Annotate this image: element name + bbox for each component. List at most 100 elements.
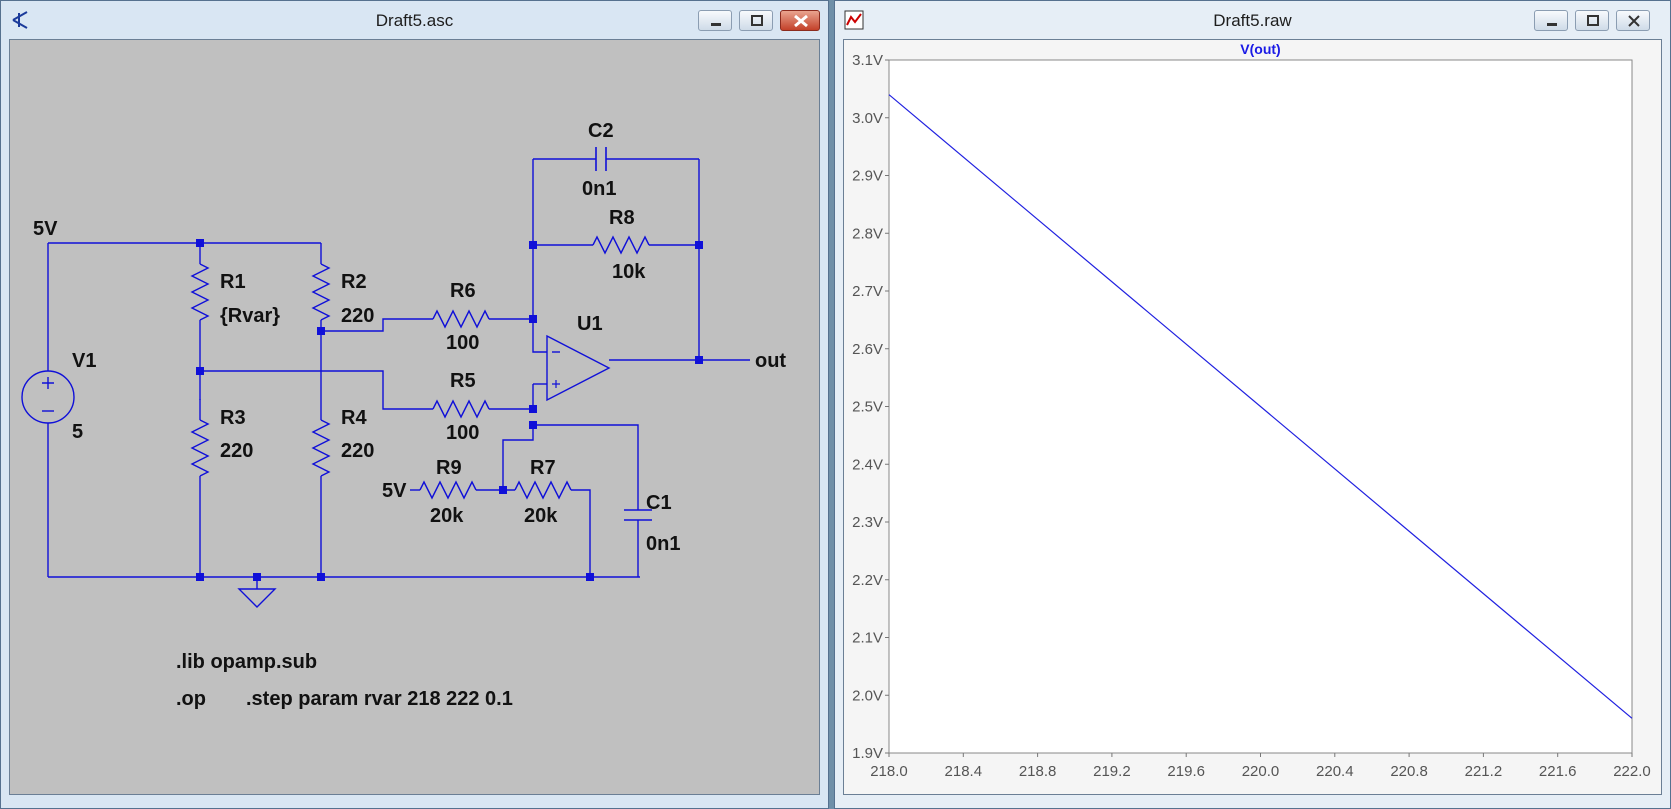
resistor-symbols xyxy=(190,235,650,500)
x-tick-label: 218.8 xyxy=(1019,763,1057,780)
waveform-plot-area[interactable]: V(out) 1.9V 2.0V 2.1V 2.2V 2.3V 2.4V 2.5V 2.6V 2… xyxy=(843,39,1662,795)
r9-symbol xyxy=(419,480,477,500)
r5-value: 100 xyxy=(446,422,479,444)
x-tick-label: 219.6 xyxy=(1167,763,1205,780)
y-tick-label: 2.6V xyxy=(852,341,883,358)
r3-value: 220 xyxy=(220,440,253,462)
y-tick-label: 2.4V xyxy=(852,456,883,473)
maximize-icon xyxy=(1587,15,1599,26)
waveform-window[interactable]: Draft5.raw V(out) 1.9V 2.0V 2.1V 2.2V 2.3V 2.… xyxy=(834,0,1671,809)
wave-close-button[interactable] xyxy=(1616,10,1650,31)
r4-value: 220 xyxy=(341,440,374,462)
op-directive[interactable]: .op xyxy=(176,688,206,710)
y-tick-label: 2.3V xyxy=(852,514,883,531)
r3-symbol xyxy=(190,419,210,477)
schematic-titlebar[interactable]: Draft5.asc xyxy=(1,1,828,37)
net-label-5v-r9: 5V xyxy=(382,480,407,502)
waveform-app-icon xyxy=(843,9,865,31)
r3-name: R3 xyxy=(220,407,246,429)
schematic-drawing: 5V 5V out V1 5 R1 {Rvar} R2 220 R3 220 R… xyxy=(21,120,786,710)
r7-name: R7 xyxy=(530,457,556,479)
close-icon xyxy=(1628,15,1640,27)
r2-name: R2 xyxy=(341,271,367,293)
r7-value: 20k xyxy=(524,505,558,527)
close-button[interactable] xyxy=(780,10,820,31)
y-tick-label: 1.9V xyxy=(852,745,883,762)
wave-maximize-button[interactable] xyxy=(1575,10,1609,31)
y-tick-label: 2.0V xyxy=(852,687,883,704)
r6-value: 100 xyxy=(446,332,479,354)
x-tick-label: 220.4 xyxy=(1316,763,1354,780)
r4-symbol xyxy=(311,419,331,477)
maximize-button[interactable] xyxy=(739,10,773,31)
x-tick-label: 221.2 xyxy=(1465,763,1503,780)
close-icon xyxy=(794,14,808,28)
capacitor-symbols xyxy=(595,147,652,521)
schematic-app-icon xyxy=(9,9,31,31)
c1-value: 0n1 xyxy=(646,533,680,555)
r9-name: R9 xyxy=(436,457,462,479)
x-tick-label: 221.6 xyxy=(1539,763,1577,780)
c2-name: C2 xyxy=(588,120,614,142)
x-tick-label: 220.0 xyxy=(1242,763,1280,780)
net-label-5v-top: 5V xyxy=(33,218,58,240)
r2-value: 220 xyxy=(341,305,374,327)
step-directive[interactable]: .step param rvar 218 222 0.1 xyxy=(246,688,513,710)
c2-symbol xyxy=(595,147,607,171)
minimize-icon xyxy=(1547,23,1557,26)
c2-value: 0n1 xyxy=(582,178,616,200)
net-label-out: out xyxy=(755,350,786,372)
c1-symbol xyxy=(624,509,652,521)
r8-value: 10k xyxy=(612,261,646,283)
v1-symbol xyxy=(21,370,75,424)
minimize-icon xyxy=(711,23,721,26)
u1-name: U1 xyxy=(577,313,603,335)
y-tick-label: 2.9V xyxy=(852,168,883,185)
y-tick-label: 2.8V xyxy=(852,225,883,242)
x-tick-label: 218.4 xyxy=(945,763,983,780)
schematic-window-title: Draft5.asc xyxy=(375,11,454,30)
r6-symbol xyxy=(432,309,490,329)
waveform-window-title: Draft5.raw xyxy=(1213,11,1292,30)
waveform-titlebar[interactable]: Draft5.raw xyxy=(835,1,1670,37)
x-tick-label: 218.0 xyxy=(870,763,908,780)
r5-symbol xyxy=(432,399,490,419)
schematic-canvas[interactable]: 5V 5V out V1 5 R1 {Rvar} R2 220 R3 220 R… xyxy=(9,39,820,795)
y-tick-label: 2.2V xyxy=(852,572,883,589)
lib-directive[interactable]: .lib opamp.sub xyxy=(176,651,317,673)
trace-vout-line[interactable] xyxy=(888,94,1633,719)
y-tick-label: 3.0V xyxy=(852,110,883,127)
y-tick-label: 3.1V xyxy=(852,52,883,69)
trace-label-vout[interactable]: V(out) xyxy=(1240,41,1280,57)
r1-name: R1 xyxy=(220,271,246,293)
y-tick-label: 2.1V xyxy=(852,630,883,647)
minimize-button[interactable] xyxy=(698,10,732,31)
waveform-chart: V(out) 1.9V 2.0V 2.1V 2.2V 2.3V 2.4V 2.5V 2.6V 2… xyxy=(852,41,1651,780)
r4-name: R4 xyxy=(341,407,367,429)
r7-symbol xyxy=(514,480,572,500)
traces xyxy=(888,94,1633,719)
y-axis-ticks: 1.9V 2.0V 2.1V 2.2V 2.3V 2.4V 2.5V 2.6V 2.7V 2.8V… xyxy=(852,52,889,762)
r5-name: R5 xyxy=(450,370,476,392)
r2-symbol xyxy=(311,263,331,321)
r1-value: {Rvar} xyxy=(220,305,280,327)
schematic-window[interactable]: Draft5.asc xyxy=(0,0,829,809)
c1-name: C1 xyxy=(646,492,672,514)
r8-symbol xyxy=(592,235,650,255)
r6-name: R6 xyxy=(450,280,476,302)
r1-symbol xyxy=(190,263,210,321)
v1-value: 5 xyxy=(72,421,83,443)
wires xyxy=(47,158,750,608)
r8-name: R8 xyxy=(609,207,635,229)
v1-name: V1 xyxy=(72,350,96,372)
x-tick-label: 222.0 xyxy=(1613,763,1651,780)
u1-opamp-symbol xyxy=(546,334,611,402)
y-tick-label: 2.7V xyxy=(852,283,883,300)
y-tick-label: 2.5V xyxy=(852,399,883,416)
wave-minimize-button[interactable] xyxy=(1534,10,1568,31)
r9-value: 20k xyxy=(430,505,464,527)
maximize-icon xyxy=(751,15,763,26)
x-tick-label: 219.2 xyxy=(1093,763,1131,780)
junction-nodes xyxy=(196,239,703,581)
